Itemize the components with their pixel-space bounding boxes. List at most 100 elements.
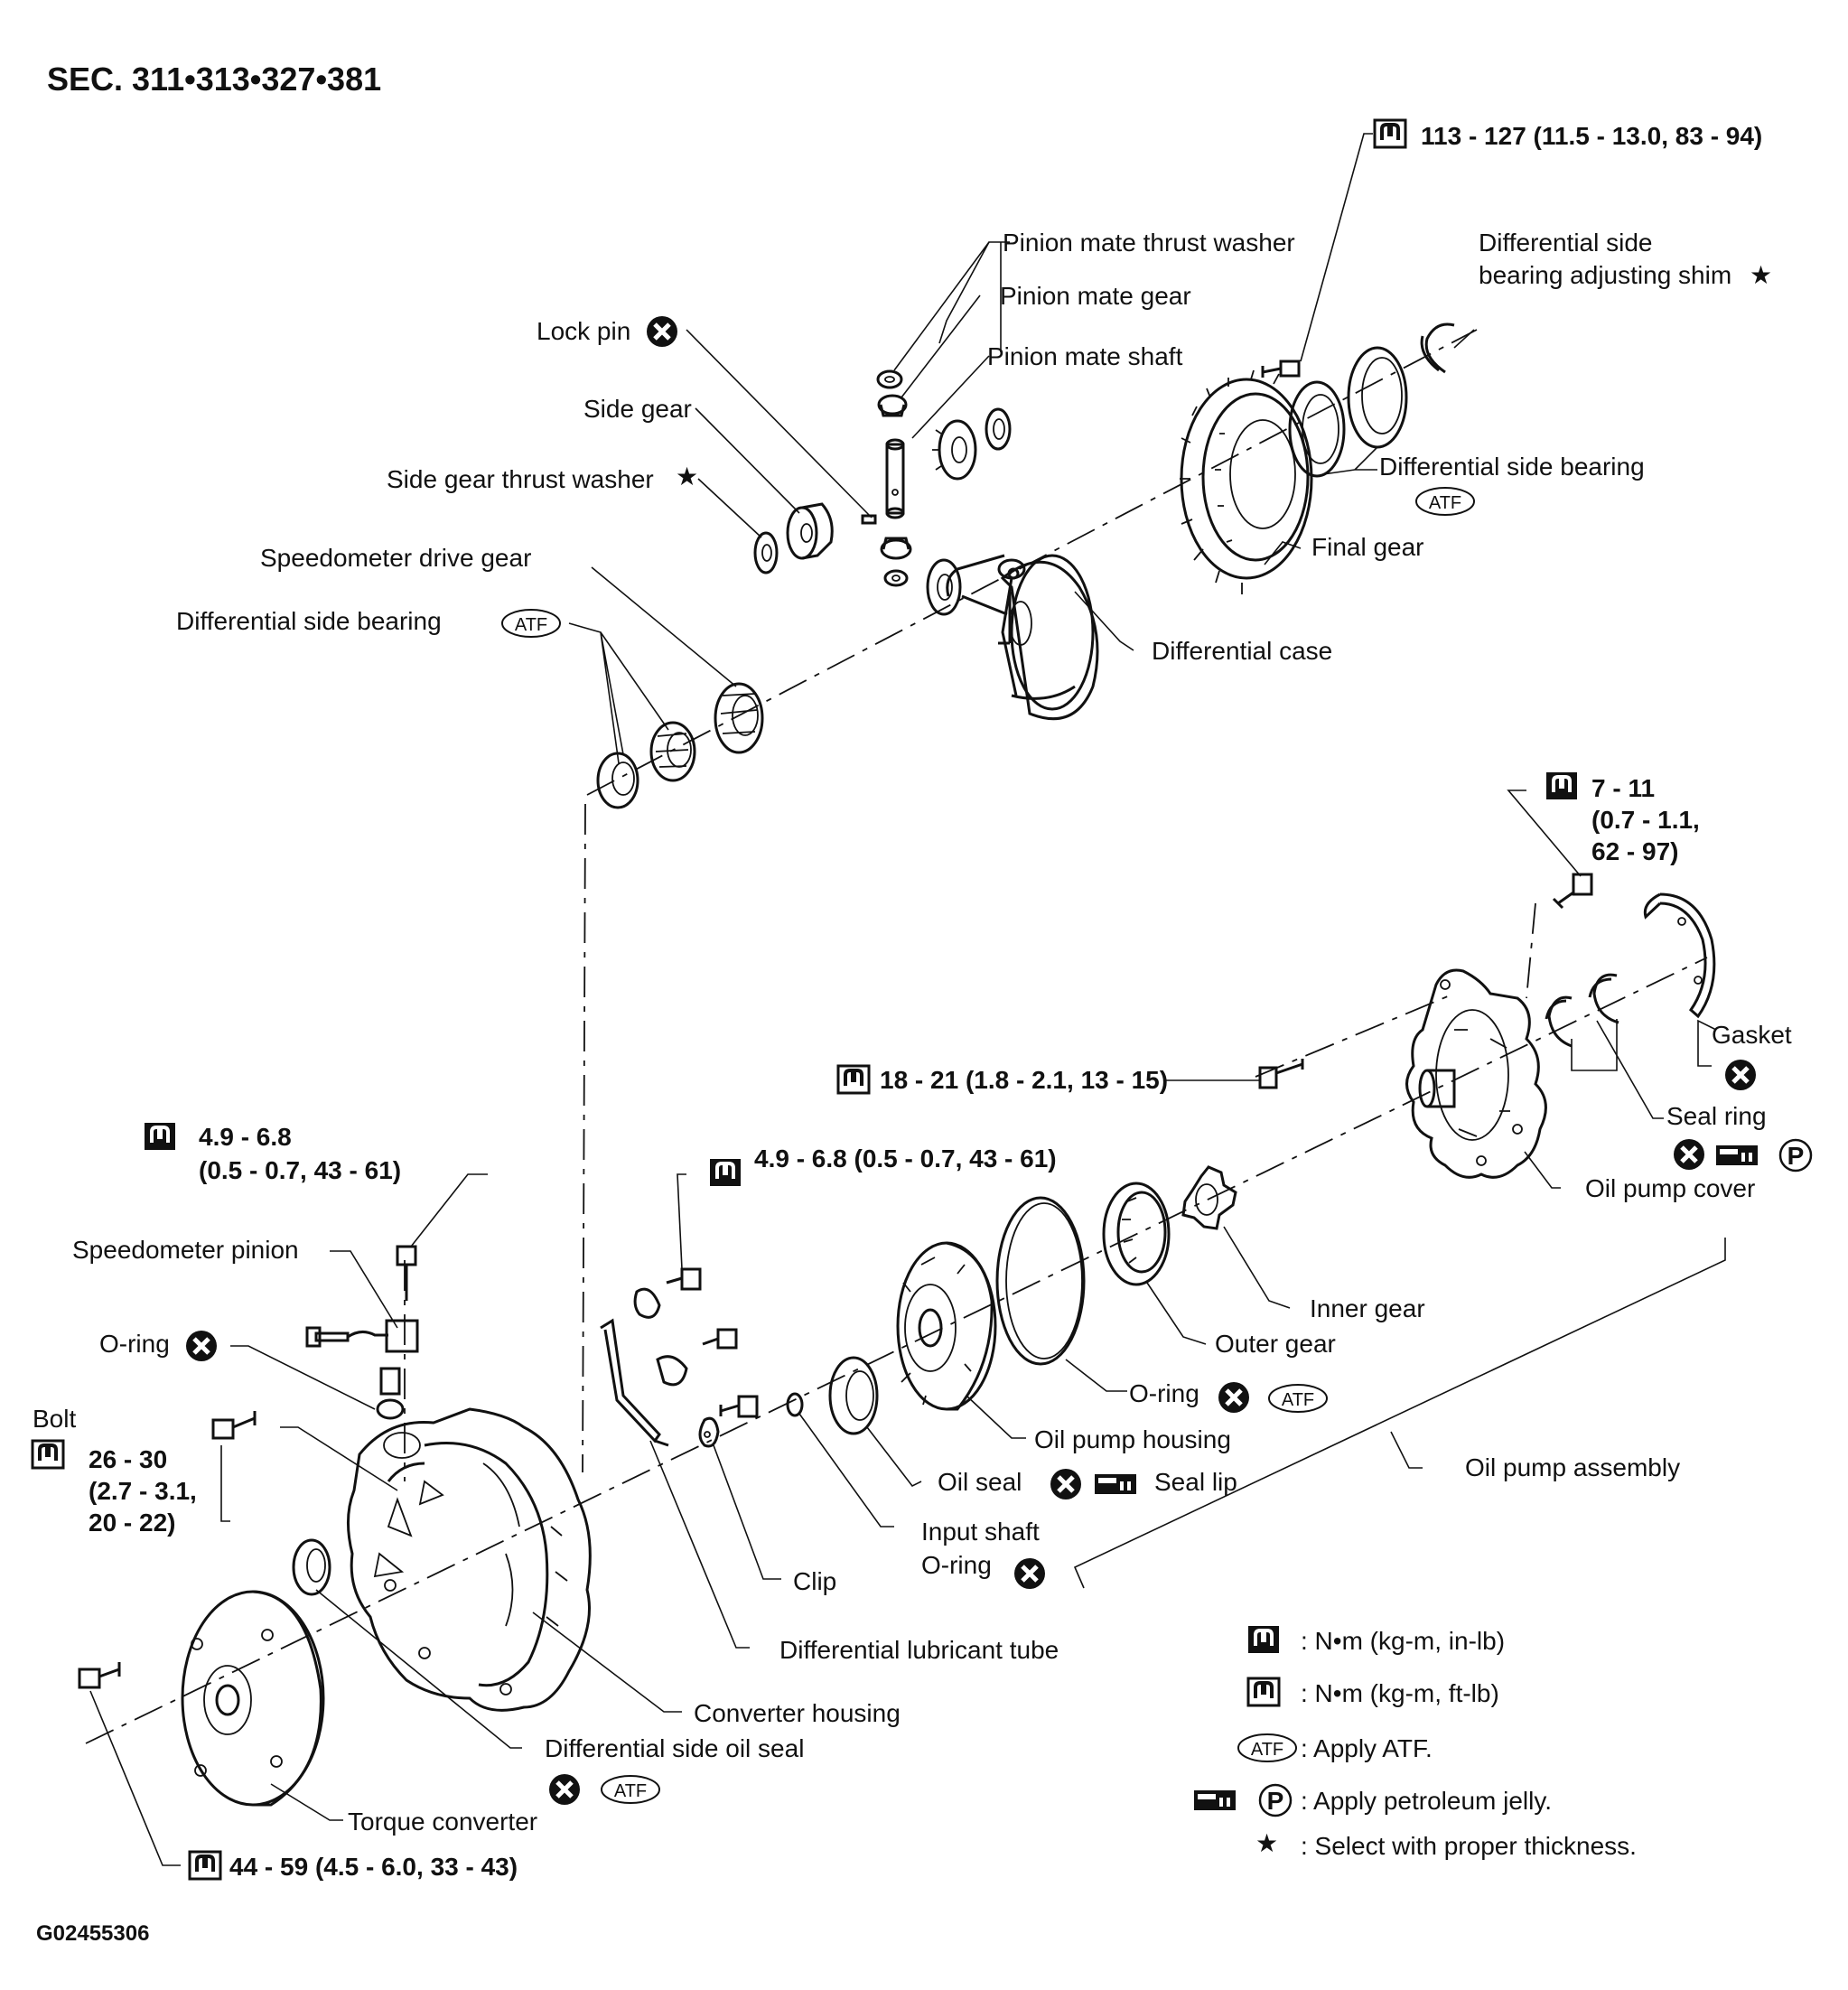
- gasket: [1643, 892, 1716, 1019]
- housing-bolt: [211, 1411, 257, 1440]
- legend-star-symbol: ★: [1255, 1829, 1278, 1857]
- figure-code: G02455306: [36, 1921, 149, 1946]
- pinion-mate-thrust-washer: [876, 369, 903, 389]
- svg-text:ATF: ATF: [1251, 1740, 1283, 1760]
- legend-star: : Select with proper thickness.: [1301, 1832, 1637, 1860]
- label-oil-pump-housing: Oil pump housing: [1034, 1425, 1231, 1453]
- label-oil-seal: Oil seal: [938, 1468, 1022, 1496]
- label-speedometer-drive-gear: Speedometer drive gear: [260, 544, 531, 572]
- svg-text:ATF: ATF: [515, 615, 547, 635]
- tube-brackets: [633, 1267, 738, 1387]
- diff-side-bearing-left: [649, 721, 696, 782]
- speedo-bolt: [396, 1245, 417, 1301]
- label-input-shaft: Input shaft: [921, 1518, 1040, 1546]
- torque-pump-cover-bolt-b: (0.7 - 1.1,: [1591, 806, 1700, 834]
- oil-seal: [828, 1356, 879, 1435]
- torque-converter-bolt: 44 - 59 (4.5 - 6.0, 33 - 43): [229, 1853, 518, 1881]
- label-side-gear: Side gear: [583, 395, 692, 423]
- label-diff-side-bearing-right: Differential side bearing: [1379, 453, 1645, 481]
- clip: [698, 1416, 720, 1448]
- differential-side-oil-seal: [292, 1538, 331, 1596]
- label-oil-pump-assembly: Oil pump assembly: [1465, 1453, 1680, 1481]
- leader-lines: [89, 133, 1726, 1866]
- pinion-mate-shaft: [885, 438, 905, 519]
- label-gasket: Gasket: [1712, 1021, 1792, 1049]
- shim-star: ★: [1750, 261, 1772, 289]
- label-pinion-mate-gear: Pinion mate gear: [1000, 282, 1191, 310]
- pinion-mate-gear-lower: [880, 537, 912, 587]
- diff-drop-line: [582, 803, 586, 1473]
- pinion-mate-gear: [877, 394, 908, 417]
- label-o-ring-pump: O-ring: [1129, 1379, 1199, 1407]
- label-diff-side-bearing-left: Differential side bearing: [176, 607, 442, 635]
- label-pinion-mate-shaft: Pinion mate shaft: [987, 342, 1183, 370]
- torque-speedo-bolt-a: 4.9 - 6.8: [199, 1123, 292, 1151]
- torque-pump-bolt: 18 - 21 (1.8 - 2.1, 13 - 15): [880, 1066, 1168, 1094]
- pump-cover-bolt: [1552, 873, 1593, 910]
- torque-diff-bolt: 113 - 127 (11.5 - 13.0, 83 - 94): [1421, 122, 1762, 150]
- pump-bolt: [1258, 1059, 1304, 1089]
- svg-text:P: P: [1787, 1142, 1805, 1170]
- torque-converter: [181, 1590, 325, 1807]
- seal-rings: [1545, 973, 1619, 1048]
- outer-gear: [1102, 1182, 1171, 1286]
- torque-housing-bolt-c: 20 - 22): [89, 1509, 176, 1537]
- svg-text:ATF: ATF: [1429, 493, 1461, 513]
- label-o-ring-speedo: O-ring: [99, 1330, 170, 1358]
- svg-text:P: P: [1267, 1787, 1284, 1815]
- label-o-ring-input: O-ring: [921, 1551, 992, 1579]
- label-oil-pump-cover: Oil pump cover: [1585, 1174, 1755, 1202]
- torque-speedo-bolt-b: (0.5 - 0.7, 43 - 61): [199, 1156, 401, 1184]
- side-gear-right: [932, 419, 977, 481]
- thrust-washer-star: ★: [676, 462, 698, 490]
- label-side-gear-thrust-washer: Side gear thrust washer: [387, 465, 654, 493]
- differential-case: [926, 554, 1099, 721]
- input-axis: [85, 957, 1708, 1744]
- oil-pump-cover: [1405, 968, 1547, 1179]
- converter-housing: [346, 1407, 592, 1712]
- label-torque-converter: Torque converter: [348, 1808, 537, 1836]
- atf-texts: ATF ATF ATF ATF ATF: [515, 493, 1461, 1801]
- svg-text:ATF: ATF: [614, 1781, 647, 1801]
- label-lock-pin: Lock pin: [537, 317, 630, 345]
- legend: : N•m (kg-m, in-lb) : N•m (kg-m, ft-lb) …: [1301, 1627, 1637, 1860]
- label-diff-side-shim-2: bearing adjusting shim: [1479, 261, 1731, 289]
- torque-housing-bolt-a: 26 - 30: [89, 1445, 167, 1473]
- svg-text:ATF: ATF: [1282, 1390, 1314, 1410]
- legend-atf: : Apply ATF.: [1301, 1734, 1433, 1762]
- label-diff-side-shim-1: Differential side: [1479, 229, 1652, 257]
- symbols: [31, 118, 1758, 1881]
- p-symbols: P P: [1258, 1138, 1813, 1817]
- o-ring-pump: [995, 1196, 1086, 1366]
- speedometer-pinion: [305, 1319, 419, 1420]
- pump-cover-bolt-axis: [1526, 902, 1536, 999]
- side-gear: [786, 502, 834, 560]
- label-final-gear: Final gear: [1311, 533, 1424, 561]
- diff-adjusting-shim: [1420, 322, 1455, 374]
- label-differential-side-oil-seal: Differential side oil seal: [545, 1734, 804, 1762]
- star-symbols: ★ ★ ★: [676, 261, 1772, 1857]
- section-title: SEC. 311•313•327•381: [47, 61, 381, 98]
- label-outer-gear: Outer gear: [1215, 1330, 1336, 1358]
- legend-ft-lb: : N•m (kg-m, ft-lb): [1301, 1679, 1499, 1707]
- label-speedometer-pinion: Speedometer pinion: [72, 1236, 299, 1264]
- label-converter-housing: Converter housing: [694, 1699, 901, 1727]
- input-shaft-o-ring: [786, 1392, 804, 1417]
- label-seal-ring: Seal ring: [1666, 1102, 1767, 1130]
- side-gear-thrust-washer: [753, 531, 779, 575]
- label-inner-gear: Inner gear: [1310, 1294, 1425, 1322]
- speedometer-drive-gear: [714, 682, 764, 754]
- torque-tube-bolt: 4.9 - 6.8 (0.5 - 0.7, 43 - 61): [754, 1144, 1057, 1173]
- label-clip: Clip: [793, 1567, 836, 1595]
- clip-bolt: [719, 1395, 759, 1418]
- label-differential-case: Differential case: [1152, 637, 1332, 665]
- side-gear-thrust-washer-right: [985, 407, 1012, 451]
- label-differential-lubricant-tube: Differential lubricant tube: [779, 1636, 1059, 1664]
- legend-jelly: : Apply petroleum jelly.: [1301, 1787, 1552, 1815]
- pump-bolt-axis: [1255, 993, 1455, 1078]
- oil-pump-housing: [896, 1241, 997, 1411]
- legend-in-lb: : N•m (kg-m, in-lb): [1301, 1627, 1505, 1655]
- torque-pump-cover-bolt-c: 62 - 97): [1591, 837, 1679, 865]
- label-pinion-mate-thrust-washer: Pinion mate thrust washer: [1003, 229, 1295, 257]
